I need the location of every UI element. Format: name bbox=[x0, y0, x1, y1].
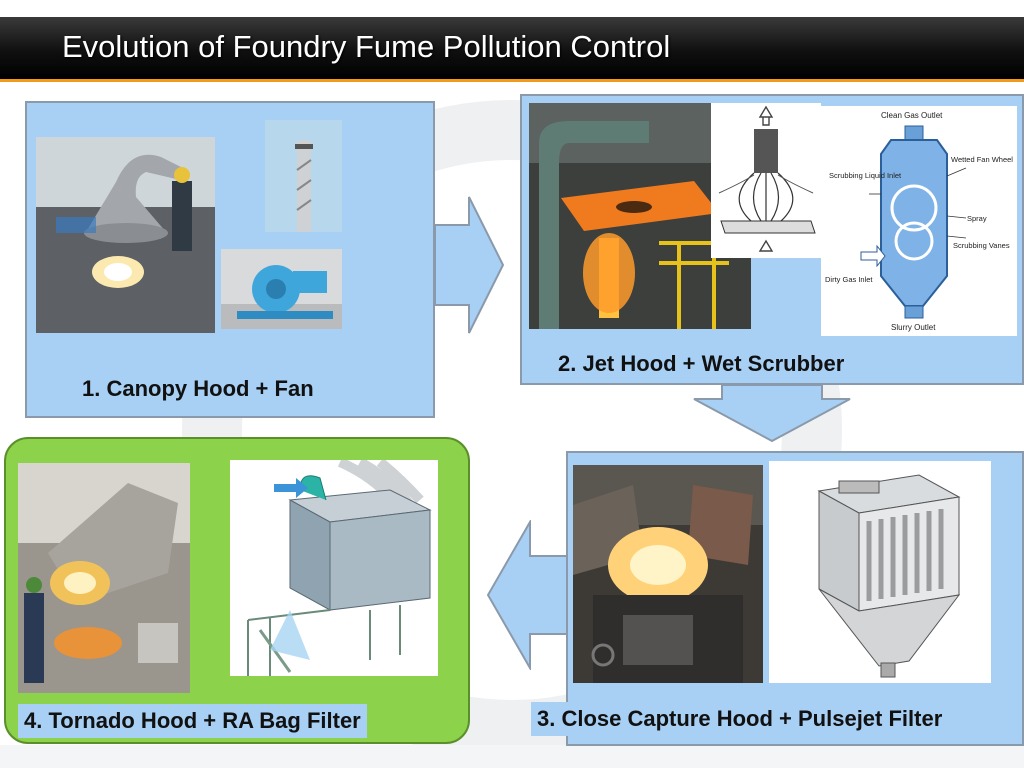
arrow-right bbox=[434, 196, 505, 334]
stage-3-panel bbox=[566, 451, 1024, 746]
stage-4-label: 4. Tornado Hood + RA Bag Filter bbox=[18, 704, 367, 738]
pulsejet-filter-diagram bbox=[769, 461, 991, 683]
scrubber-liquid-label: Scrubbing Liquid Inlet bbox=[829, 171, 902, 180]
scrubber-vanes-label: Scrubbing Vanes bbox=[953, 241, 1010, 250]
scrubber-slurry-label: Slurry Outlet bbox=[891, 323, 936, 332]
scrubber-spray-label: Spray bbox=[967, 214, 987, 223]
stack-photo bbox=[265, 120, 342, 232]
scrubber-fan-wheel-label: Wetted Fan Wheel bbox=[951, 155, 1013, 164]
stage-1-panel: 1. Canopy Hood + Fan bbox=[25, 101, 435, 418]
fan-photo bbox=[221, 249, 342, 329]
jet-hood-photo bbox=[529, 103, 751, 329]
scrubber-clean-gas-label: Clean Gas Outlet bbox=[881, 111, 943, 120]
ra-bag-filter-diagram bbox=[230, 460, 438, 676]
stage-2-label: 2. Jet Hood + Wet Scrubber bbox=[552, 347, 851, 381]
canopy-hood-photo bbox=[36, 137, 215, 333]
close-capture-hood-photo bbox=[573, 465, 763, 683]
stage-1-label: 1. Canopy Hood + Fan bbox=[82, 376, 314, 401]
arrow-down bbox=[693, 384, 851, 443]
title-bar: Evolution of Foundry Fume Pollution Cont… bbox=[0, 17, 1024, 82]
page-title: Evolution of Foundry Fume Pollution Cont… bbox=[62, 29, 671, 64]
scrubber-dirty-gas-label: Dirty Gas Inlet bbox=[825, 275, 873, 284]
arrow-left bbox=[486, 520, 569, 670]
jet-diagram bbox=[711, 103, 821, 258]
wet-scrubber-diagram: Clean Gas Outlet Scrubbing Liquid Inlet … bbox=[821, 106, 1017, 336]
stage-2-panel: Clean Gas Outlet Scrubbing Liquid Inlet … bbox=[520, 94, 1024, 385]
stage-3-label: 3. Close Capture Hood + Pulsejet Filter bbox=[531, 702, 949, 736]
stage-4-panel bbox=[4, 437, 470, 744]
tornado-hood-photo bbox=[18, 463, 190, 693]
